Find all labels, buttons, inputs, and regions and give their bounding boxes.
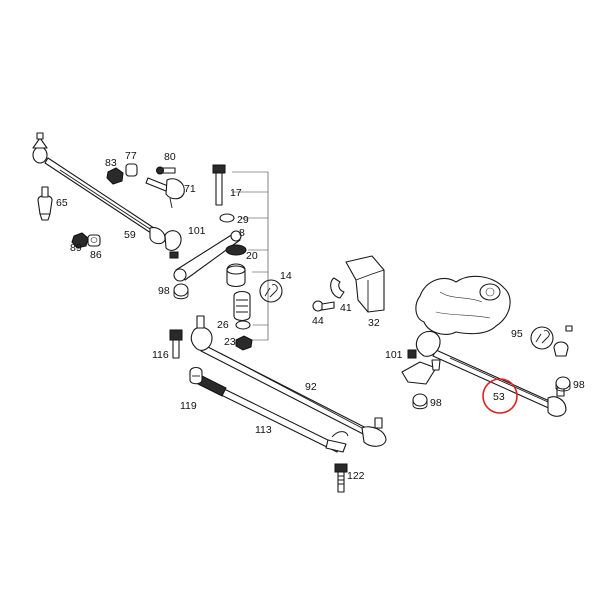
label-17[interactable]: 17 (230, 187, 242, 199)
part-98-bushing-middle (412, 393, 428, 410)
part-80-bolt (156, 166, 176, 175)
label-101-upper[interactable]: 101 (188, 225, 206, 237)
part-14-bracket (233, 279, 283, 322)
label-59[interactable]: 59 (124, 229, 136, 241)
label-23[interactable]: 23 (224, 336, 236, 348)
part-32-bracket (345, 255, 385, 313)
label-26[interactable]: 26 (217, 319, 229, 331)
label-8[interactable]: 8 (239, 227, 245, 239)
label-89[interactable]: 89 (70, 242, 82, 254)
label-32[interactable]: 32 (368, 317, 380, 329)
highlight-circle (482, 378, 518, 414)
label-65[interactable]: 65 (56, 197, 68, 209)
part-116-bolt (169, 329, 183, 359)
label-83[interactable]: 83 (105, 157, 117, 169)
label-29[interactable]: 29 (237, 214, 249, 226)
part-119-nut (189, 366, 203, 385)
label-98-upper[interactable]: 98 (158, 285, 170, 297)
label-116[interactable]: 116 (152, 349, 169, 361)
part-98-bushing-upper (173, 283, 189, 300)
label-41[interactable]: 41 (340, 302, 352, 314)
part-29-washer (219, 213, 235, 223)
label-95[interactable]: 95 (511, 328, 523, 340)
label-80[interactable]: 80 (164, 151, 176, 163)
label-92[interactable]: 92 (305, 381, 317, 393)
leader-box-17 (232, 171, 269, 341)
label-77[interactable]: 77 (125, 150, 137, 162)
label-71[interactable]: 71 (184, 183, 196, 195)
part-20-bushing (225, 244, 247, 288)
part-17-bolt (212, 164, 226, 206)
part-41-clamp (330, 277, 345, 299)
label-44[interactable]: 44 (312, 315, 324, 327)
part-92-drag-link (190, 315, 387, 447)
part-steering-gear-housing (401, 275, 511, 385)
label-122[interactable]: 122 (347, 470, 365, 482)
part-23-nut (235, 335, 253, 351)
label-98-right[interactable]: 98 (573, 379, 585, 391)
part-89-nut (71, 232, 89, 249)
label-86[interactable]: 86 (90, 249, 102, 261)
label-113[interactable]: 113 (255, 424, 272, 436)
part-122-bolt (334, 463, 348, 493)
part-101-mount-upper (164, 230, 182, 259)
label-101-lower[interactable]: 101 (385, 349, 403, 361)
part-8-idler-arm (173, 230, 242, 282)
label-119[interactable]: 119 (180, 400, 197, 412)
part-101-mount-lower (407, 349, 417, 359)
part-83-nut (106, 167, 124, 185)
part-71-bushing (145, 177, 185, 209)
part-77-washer (125, 163, 138, 177)
part-98-bushing-right (555, 376, 571, 392)
part-26-washer (235, 320, 251, 330)
label-53[interactable]: 53 (493, 391, 505, 403)
part-95-clamp (530, 325, 573, 357)
part-44-screw (312, 300, 335, 312)
label-14[interactable]: 14 (280, 270, 292, 282)
part-86-washer (87, 234, 101, 247)
callout-labels: 83 77 80 71 17 65 29 59 101 8 89 86 20 1… (56, 150, 585, 482)
part-59-tie-rod (32, 132, 166, 245)
part-65-ball-joint (37, 186, 53, 221)
label-98-middle[interactable]: 98 (430, 397, 442, 409)
label-20[interactable]: 20 (246, 250, 258, 262)
